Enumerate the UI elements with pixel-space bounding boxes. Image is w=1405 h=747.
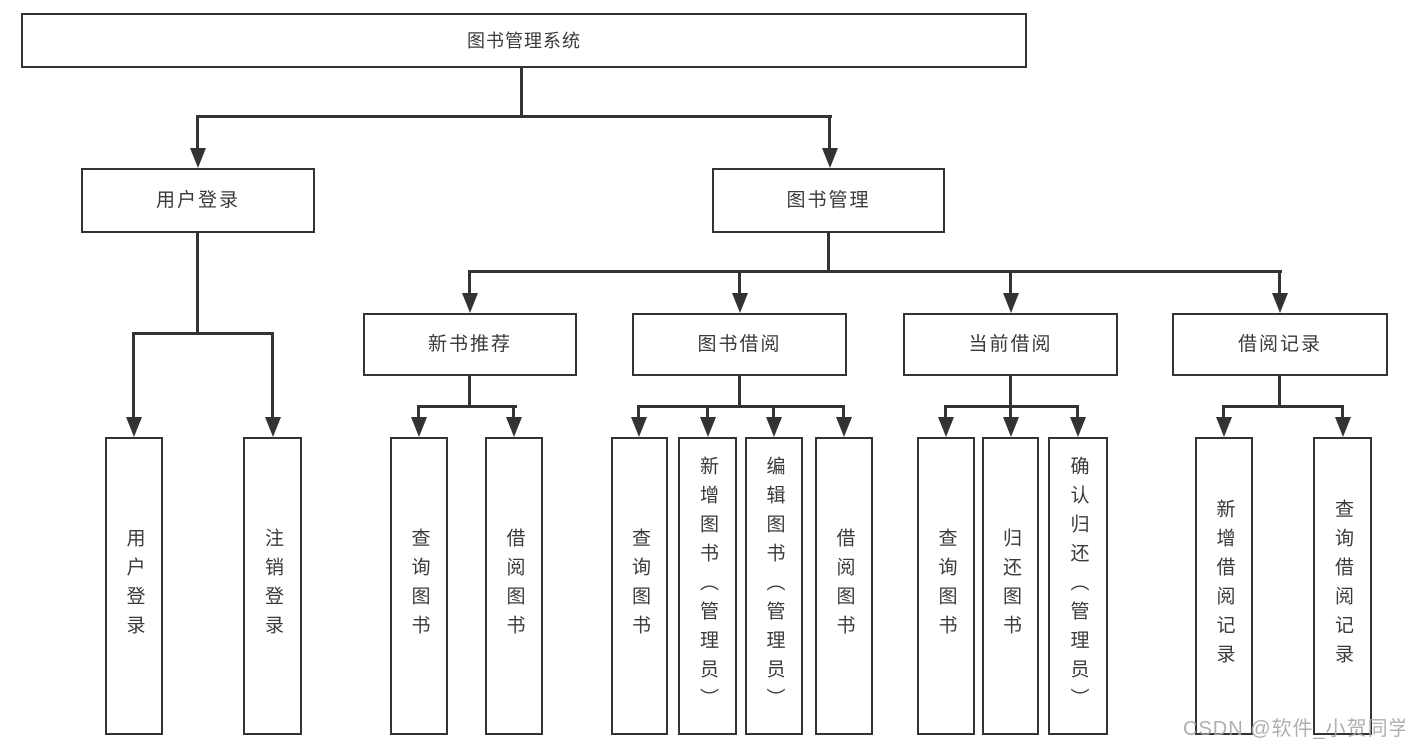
connector-vline	[196, 231, 199, 334]
node-new-book-recommendation-label: 新书推荐	[427, 334, 512, 355]
connector-vline	[1009, 374, 1012, 408]
leaf-query-borrow-record-label: 查询借阅记录	[1332, 499, 1353, 673]
connector-arrow-down-icon	[1009, 272, 1012, 293]
connector-hline	[132, 332, 274, 335]
node-book-management: 图书管理	[712, 168, 945, 233]
leaf-confirm-return-admin: 确认归还（管理员）	[1048, 437, 1108, 735]
leaf-query-books-borrowing: 查询图书	[611, 437, 668, 735]
connector-vline	[1278, 374, 1281, 408]
node-user-login-label: 用户登录	[155, 190, 240, 211]
leaf-add-borrow-record: 新增借阅记录	[1195, 437, 1253, 735]
leaf-logout: 注销登录	[243, 437, 302, 735]
node-new-book-recommendation: 新书推荐	[363, 313, 577, 376]
watermark: CSDN @软件_小贺同学	[1183, 718, 1405, 740]
connector-arrow-down-icon	[842, 407, 845, 417]
connector-vline	[738, 374, 741, 408]
leaf-borrow-books: 借阅图书	[815, 437, 873, 735]
node-book-management-label: 图书管理	[786, 190, 871, 211]
connector-hline	[1222, 405, 1344, 408]
connector-hline	[417, 405, 517, 408]
connector-arrow-down-icon	[512, 407, 515, 417]
leaf-borrow-books-label: 借阅图书	[833, 528, 855, 644]
connector-arrow-down-icon	[944, 407, 947, 417]
leaf-user-login: 用户登录	[105, 437, 163, 735]
node-current-borrowing: 当前借阅	[903, 313, 1118, 376]
connector-arrow-down-icon	[1009, 407, 1012, 417]
connector-arrow-down-icon	[738, 272, 741, 293]
connector-arrow-down-icon	[1278, 272, 1281, 293]
connector-vline	[520, 66, 523, 117]
connector-arrow-down-icon	[196, 117, 199, 148]
node-book-borrowing: 图书借阅	[632, 313, 847, 376]
node-borrowing-records-label: 借阅记录	[1237, 334, 1322, 355]
leaf-edit-books-admin-label: 编辑图书（管理员）	[763, 455, 785, 717]
connector-arrow-down-icon	[828, 117, 831, 148]
connector-hline	[196, 115, 832, 118]
leaf-edit-books-admin: 编辑图书（管理员）	[745, 437, 803, 735]
connector-hline	[468, 270, 1282, 273]
connector-hline	[637, 405, 845, 408]
node-current-borrowing-label: 当前借阅	[968, 334, 1053, 355]
node-borrowing-records: 借阅记录	[1172, 313, 1388, 376]
leaf-query-books-borrowing-label: 查询图书	[629, 528, 650, 644]
leaf-logout-label: 注销登录	[262, 528, 283, 644]
connector-arrow-down-icon	[706, 407, 709, 417]
leaf-confirm-return-admin-label: 确认归还（管理员）	[1067, 455, 1089, 717]
leaf-return-books-label: 归还图书	[1000, 528, 1021, 644]
connector-arrow-down-icon	[637, 407, 640, 417]
leaf-add-borrow-record-label: 新增借阅记录	[1213, 499, 1235, 673]
leaf-query-books-recommend-label: 查询图书	[408, 528, 430, 644]
connector-arrow-down-icon	[417, 407, 420, 417]
connector-arrow-down-icon	[132, 334, 135, 417]
connector-vline	[827, 231, 830, 273]
leaf-add-books-admin-label: 新增图书（管理员）	[697, 455, 718, 717]
connector-vline	[468, 374, 471, 408]
leaf-return-books: 归还图书	[982, 437, 1039, 735]
leaf-query-books-current-label: 查询图书	[935, 528, 957, 644]
connector-arrow-down-icon	[1076, 407, 1079, 417]
connector-arrow-down-icon	[468, 272, 471, 293]
leaf-user-login-label: 用户登录	[123, 528, 145, 644]
node-user-login: 用户登录	[81, 168, 315, 233]
leaf-add-books-admin: 新增图书（管理员）	[678, 437, 737, 735]
leaf-query-books-recommend: 查询图书	[390, 437, 448, 735]
leaf-borrow-books-recommend: 借阅图书	[485, 437, 543, 735]
leaf-query-books-current: 查询图书	[917, 437, 975, 735]
node-book-borrowing-label: 图书借阅	[697, 334, 782, 355]
node-library-management-system: 图书管理系统	[21, 13, 1027, 68]
connector-arrow-down-icon	[271, 334, 274, 417]
leaf-query-borrow-record: 查询借阅记录	[1313, 437, 1372, 735]
node-library-management-system-label: 图书管理系统	[467, 30, 581, 51]
connector-arrow-down-icon	[1222, 407, 1225, 417]
leaf-borrow-books-recommend-label: 借阅图书	[503, 528, 525, 644]
connector-arrow-down-icon	[772, 407, 775, 417]
connector-arrow-down-icon	[1341, 407, 1344, 417]
